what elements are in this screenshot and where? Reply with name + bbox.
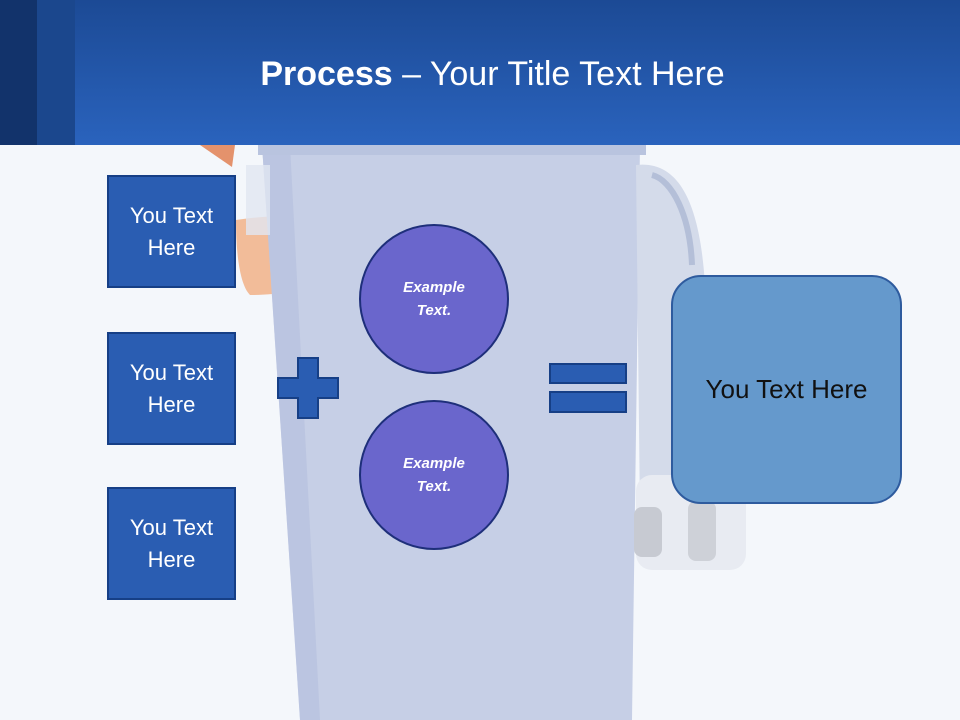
- equals-icon[interactable]: [549, 363, 627, 413]
- slide-title: Process – Your Title Text Here: [0, 52, 960, 96]
- input-box-1-text: You Text Here: [129, 202, 214, 260]
- title-bold: Process: [260, 55, 393, 93]
- header-dark-band: [0, 0, 37, 145]
- example-circle-2[interactable]: Example Text.: [359, 400, 509, 550]
- header-mid-band: [37, 0, 75, 145]
- input-box-2[interactable]: You Text Here: [107, 332, 236, 445]
- input-box-3[interactable]: You Text Here: [107, 487, 236, 600]
- input-box-1[interactable]: You Text Here: [107, 175, 236, 288]
- plus-icon[interactable]: [277, 357, 339, 419]
- input-box-3-text: You Text Here: [129, 514, 214, 572]
- result-box-text: You Text Here: [705, 374, 868, 404]
- example-circle-1-text: Example Text.: [403, 279, 465, 319]
- example-circle-1[interactable]: Example Text.: [359, 224, 509, 374]
- title-banner: Process – Your Title Text Here: [0, 0, 960, 145]
- title-rest: – Your Title Text Here: [392, 55, 725, 93]
- example-circle-2-text: Example Text.: [403, 455, 465, 495]
- result-box[interactable]: You Text Here: [671, 275, 902, 504]
- input-box-2-text: You Text Here: [129, 359, 214, 417]
